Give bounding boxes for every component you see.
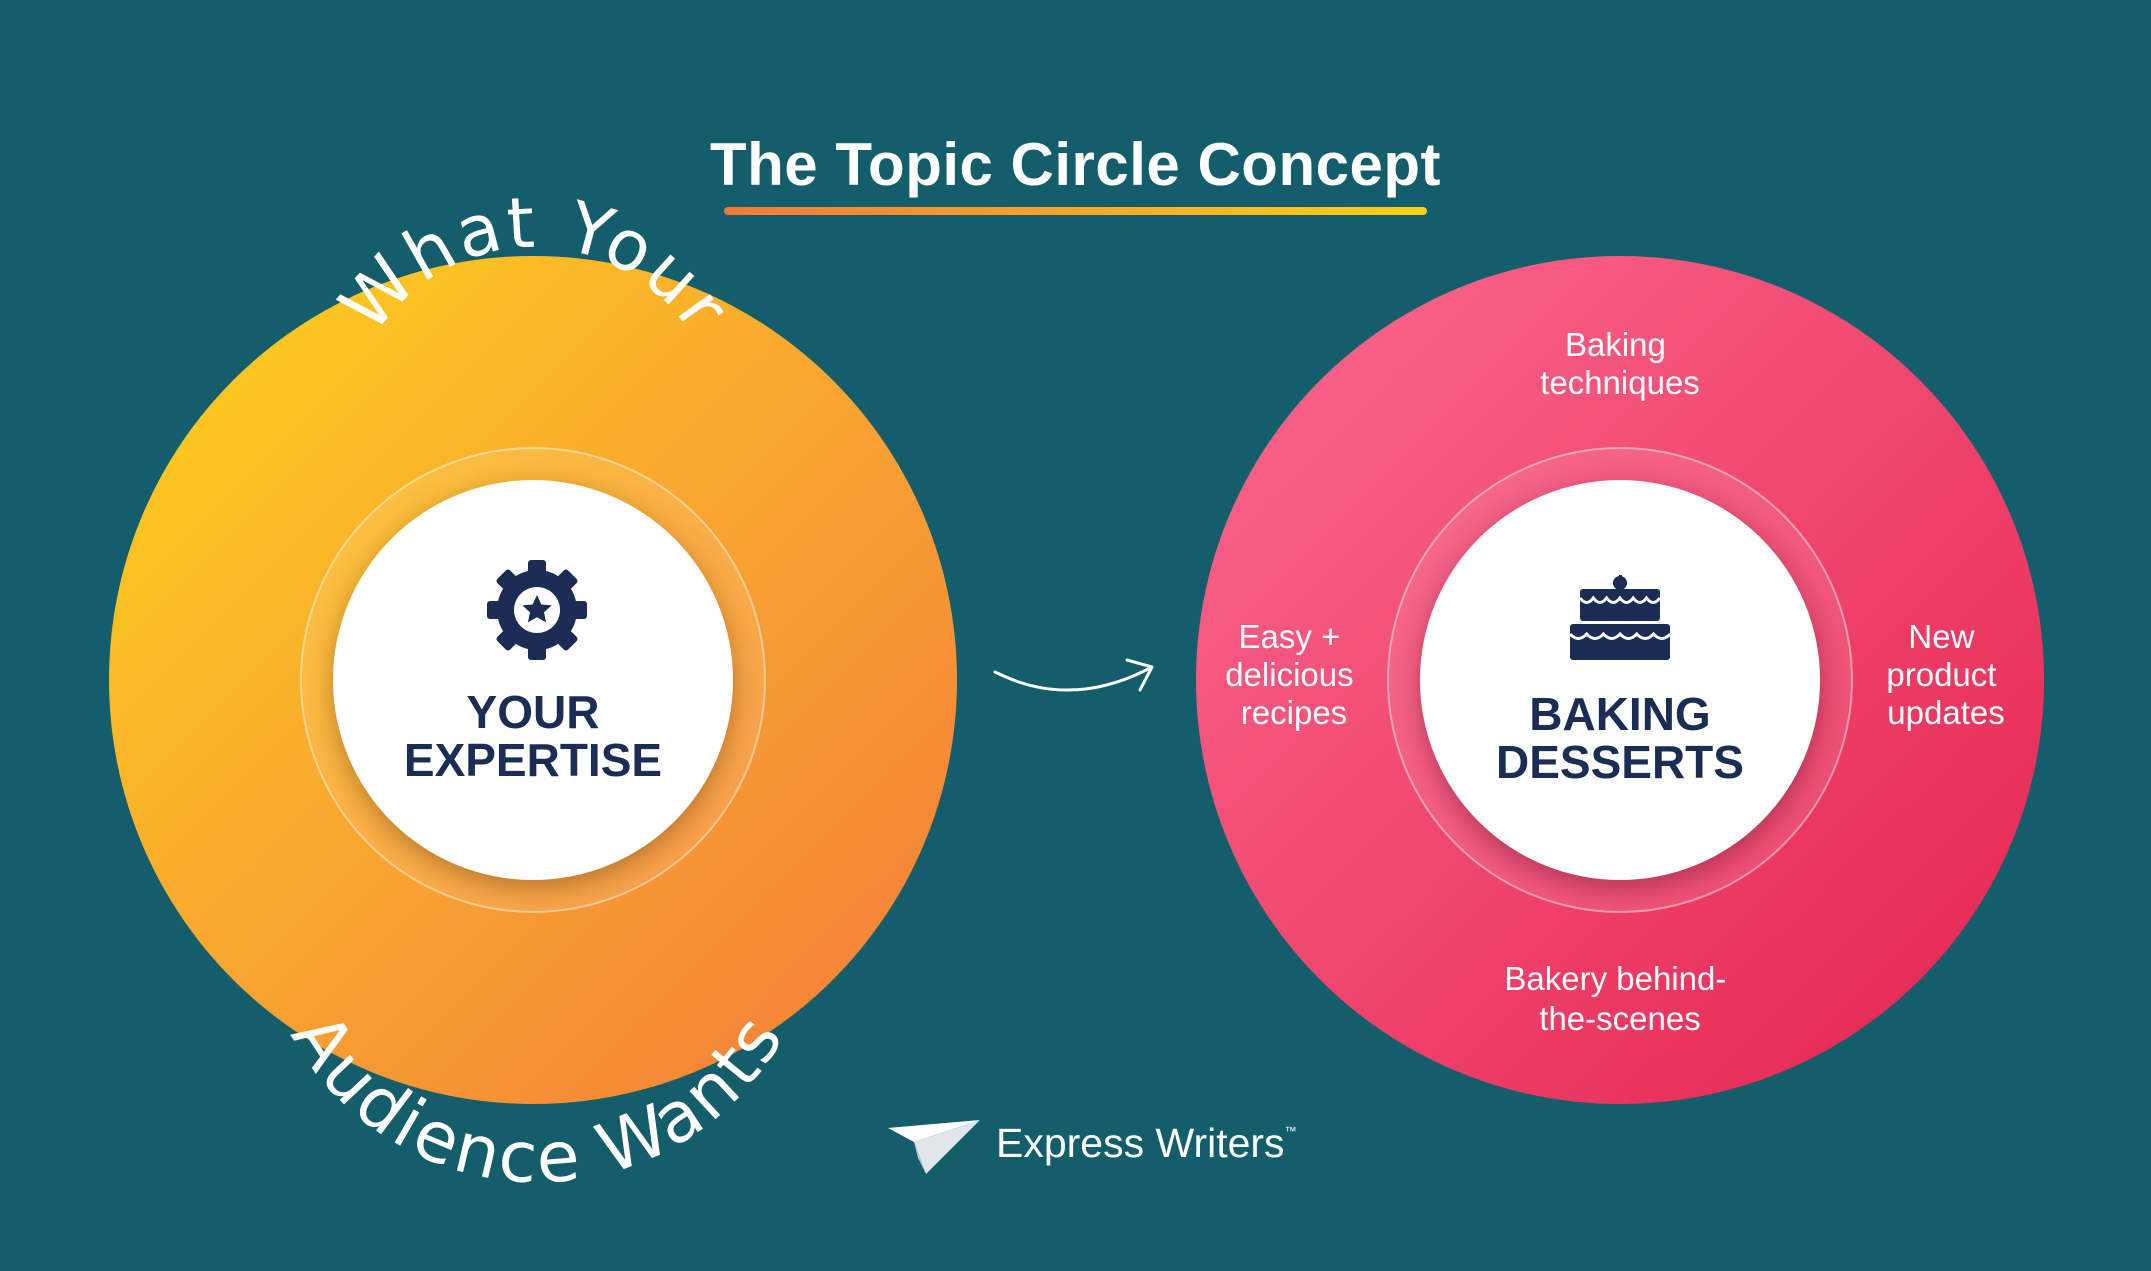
- right-center-line2: DESSERTS: [1496, 736, 1744, 788]
- page-title-text: The Topic Circle Concept: [710, 131, 1441, 198]
- gear-star-icon: [487, 560, 587, 660]
- title-underline: [724, 207, 1427, 215]
- right-center-line1: BAKING: [1529, 688, 1710, 740]
- curved-arrow-icon: [993, 658, 1154, 692]
- left-center-line1: YOUR: [467, 686, 600, 738]
- page-title: The Topic Circle Concept: [710, 130, 1441, 215]
- paper-plane-icon: [888, 1120, 980, 1174]
- right-center-disc: [1420, 480, 1820, 880]
- topic-label-right: New product updates: [1886, 618, 2005, 731]
- trademark-symbol: ™: [1284, 1123, 1297, 1138]
- left-center-disc: [333, 480, 733, 880]
- brand-name: Express Writers™: [996, 1119, 1297, 1166]
- topic-label-top: Baking techniques: [1540, 326, 1700, 401]
- right-topic-circle: BAKING DESSERTS Baking techniques Easy +…: [1196, 256, 2044, 1104]
- left-center-line2: EXPERTISE: [404, 734, 662, 786]
- title-block: The Topic Circle Concept: [0, 130, 2151, 215]
- topic-label-left: Easy + delicious recipes: [1225, 618, 1363, 731]
- topic-label-bottom: Bakery behind- the-scenes: [1504, 960, 1735, 1037]
- brand-logo: Express Writers™: [888, 1112, 1297, 1174]
- cake-icon: [1568, 575, 1672, 660]
- left-topic-circle: What Your Audience Wants YOUR EXPERTISE: [109, 182, 957, 1200]
